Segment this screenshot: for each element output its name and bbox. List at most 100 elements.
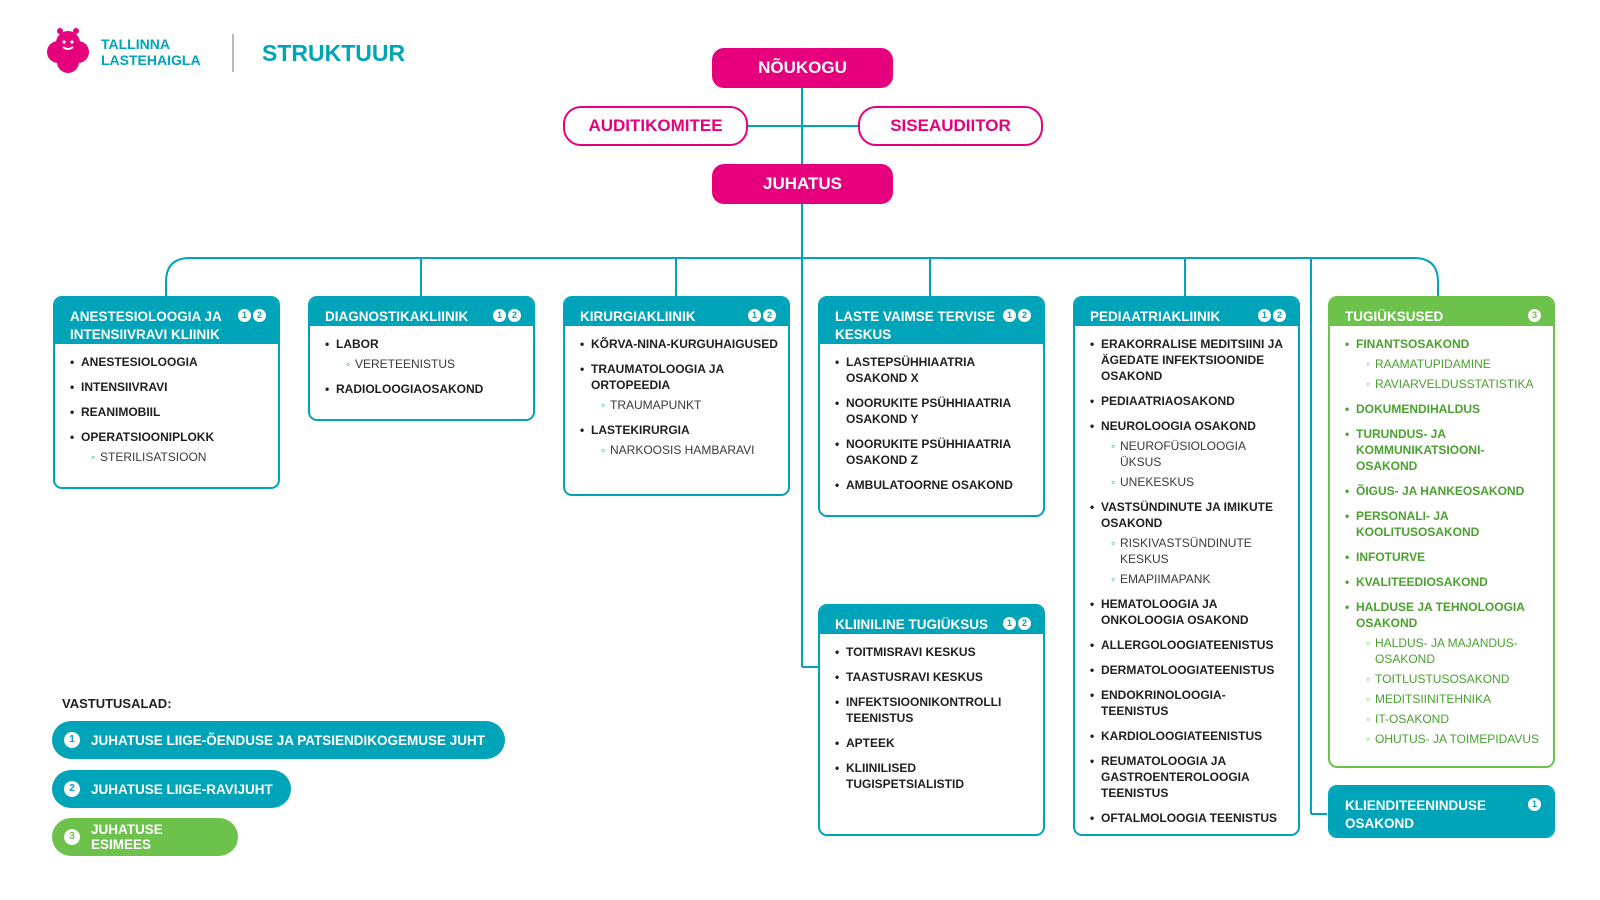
- dept-unit-list: ANESTESIOLOOGIAINTENSIIVRAVIREANIMOBIILO…: [55, 344, 278, 465]
- dept-header: KLIENDITEENINDUSE OSAKOND 1: [1330, 787, 1553, 836]
- unit-item: PERSONALI- JA KOOLITUSOSAKOND: [1344, 508, 1543, 540]
- dept-diagnostics: DIAGNOSTIKAKLIINIK12LABORVERETEENISTUSRA…: [308, 296, 535, 421]
- unit-item: REANIMOBIIL: [69, 404, 268, 420]
- dept-unit-list: LABOR VERETEENISTUS RADIOLOOGIAOSAKOND: [310, 326, 533, 397]
- sub-unit-item: TOITLUSTUSOSAKOND: [1366, 671, 1543, 687]
- dept-anesthesiology: ANESTESIOLOOGIA JA INTENSIIVRAVI KLIINIK…: [53, 296, 280, 489]
- responsibility-badge: 2: [763, 309, 776, 322]
- unit-item: INFEKTSIOONIKONTROLLI TEENISTUS: [834, 694, 1033, 726]
- unit-item: LASTEKIRURGIA: [579, 422, 778, 438]
- unit-item: NOORUKITE PSÜHHIAATRIA OSAKOND Z: [834, 436, 1033, 468]
- dept-unit-list: TOITMISRAVI KESKUS TAASTUSRAVI KESKUS INFE…: [820, 634, 1043, 792]
- unit-item: DOKUMENDIHALDUS: [1344, 401, 1543, 417]
- unit-item: APTEEK: [834, 735, 1033, 751]
- sub-unit-item: OHUTUS- JA TOIMEPIDAVUS: [1366, 731, 1543, 747]
- unit-item: KVALITEEDIOSAKOND: [1344, 574, 1543, 590]
- unit-item: NOORUKITE PSÜHHIAATRIA OSAKOND Y: [834, 395, 1033, 427]
- sub-unit-item: VERETEENISTUS: [346, 356, 523, 372]
- dept-title: KIRURGIAKLIINIK: [580, 309, 696, 324]
- responsibility-badge: 1: [1528, 798, 1541, 811]
- legend-number-2: 2: [64, 781, 80, 797]
- sub-unit-item: NEUROFÜSIOLOOGIA ÜKSUS: [1111, 438, 1288, 470]
- legend-item-2: 2 JUHATUSE LIIGE-RAVIJUHT: [52, 770, 291, 808]
- dept-unit-list: FINANTSOSAKOND RAAMATUPIDAMINE RAVIARVELDU…: [1330, 326, 1553, 747]
- sub-unit-item: RAVIARVELDUSSTATISTIKA: [1366, 376, 1543, 392]
- page-title: STRUKTUUR: [262, 40, 406, 66]
- unit-item: OPERATSIOONIPLOKK: [69, 429, 268, 445]
- dept-title: LASTE VAIMSE TERVISE KESKUS: [835, 309, 996, 342]
- sub-unit-item: STERILISATSIOON: [91, 449, 268, 465]
- dept-unit-list: KÕRVA-NINA-KURGUHAIGUSEDTRAUMATOLOOGIA J…: [565, 326, 788, 458]
- dept-title: ANESTESIOLOOGIA JA INTENSIIVRAVI KLIINIK: [70, 309, 222, 342]
- sub-unit-item: RAAMATUPIDAMINE: [1366, 356, 1543, 372]
- responsibility-badge: 1: [238, 309, 251, 322]
- responsibility-badge: 1: [748, 309, 761, 322]
- unit-item: PEDIAATRIAOSAKOND: [1089, 393, 1288, 409]
- audit-committee-box: AUDITIKOMITEE: [563, 106, 748, 146]
- dept-title: KLIENDITEENINDUSE OSAKOND: [1345, 798, 1487, 831]
- responsibility-badge: 1: [493, 309, 506, 322]
- brand-line-2: LASTEHAIGLA: [101, 52, 201, 68]
- unit-item: LABOR: [324, 336, 523, 352]
- board-box: JUHATUS: [712, 164, 893, 204]
- dept-support-units: TUGIÜKSUSED3FINANTSOSAKOND RAAMATUPIDAMIN…: [1328, 296, 1555, 768]
- legend-title: VASTUTUSALAD:: [62, 696, 172, 711]
- legend-number-1: 1: [64, 732, 80, 748]
- dept-title: PEDIAATRIAKLIINIK: [1090, 309, 1221, 324]
- dept-customer-service: KLIENDITEENINDUSE OSAKOND 1: [1328, 785, 1555, 838]
- unit-item: LASTEPSÜHHIAATRIA OSAKOND X: [834, 354, 1033, 386]
- hospital-logo-icon: [47, 28, 89, 73]
- unit-item: NEUROLOOGIA OSAKOND: [1089, 418, 1288, 434]
- unit-item: DERMATOLOOGIATEENISTUS: [1089, 662, 1288, 678]
- dept-title: DIAGNOSTIKAKLIINIK: [325, 309, 469, 324]
- responsibility-badge: 2: [253, 309, 266, 322]
- responsibility-badge: 1: [1258, 309, 1271, 322]
- unit-item: KÕRVA-NINA-KURGUHAIGUSED: [579, 336, 778, 352]
- legend-label-1: JUHATUSE LIIGE-ÕENDUSE JA PATSIENDIKOGEM…: [91, 732, 486, 748]
- sub-unit-item: TRAUMAPUNKT: [601, 397, 778, 413]
- dept-pediatrics: PEDIAATRIAKLIINIK 12ERAKORRALISE MEDITSII…: [1073, 296, 1300, 836]
- dept-mental-health: LASTE VAIMSE TERVISE KESKUS 12LASTEPSÜHHI…: [818, 296, 1045, 517]
- dept-unit-list: LASTEPSÜHHIAATRIA OSAKOND X NOORUKITE PSÜ…: [820, 344, 1043, 493]
- dept-title: KLIINILINE TUGIÜKSUS: [835, 617, 989, 632]
- unit-item: ÕIGUS- JA HANKEOSAKOND: [1344, 483, 1543, 499]
- unit-item: ERAKORRALISE MEDITSIINI JA ÄGEDATE INFEK…: [1089, 336, 1288, 384]
- unit-item: KARDIOLOOGIATEENISTUS: [1089, 728, 1288, 744]
- dept-surgery: KIRURGIAKLIINIK 12KÕRVA-NINA-KURGUHAIGUSE…: [563, 296, 790, 496]
- responsibility-badges: 3: [1528, 309, 1541, 322]
- unit-item: TOITMISRAVI KESKUS: [834, 644, 1033, 660]
- dept-unit-list: ERAKORRALISE MEDITSIINI JA ÄGEDATE INFEK…: [1075, 326, 1298, 826]
- responsibility-badge: 2: [1273, 309, 1286, 322]
- responsibility-badge: 1: [1003, 309, 1016, 322]
- legend-label-3: JUHATUSE ESIMEES: [91, 822, 163, 852]
- unit-item: RADIOLOOGIAOSAKOND: [324, 381, 523, 397]
- unit-item: TAASTUSRAVI KESKUS: [834, 669, 1033, 685]
- brand-line-1: TALLINNA: [101, 36, 170, 52]
- unit-item: ALLERGOLOOGIATEENISTUS: [1089, 637, 1288, 653]
- sub-unit-item: UNEKESKUS: [1111, 474, 1288, 490]
- legend-item-1: 1 JUHATUSE LIIGE-ÕENDUSE JA PATSIENDIKOG…: [52, 721, 505, 759]
- unit-item: KLIINILISED TUGISPETSIALISTID: [834, 760, 1033, 792]
- responsibility-badge: 2: [1018, 309, 1031, 322]
- legend-item-3: 3 JUHATUSE ESIMEES: [52, 818, 238, 856]
- unit-item: ANESTESIOLOOGIA: [69, 354, 268, 370]
- internal-auditor-box: SISEAUDIITOR: [858, 106, 1043, 146]
- unit-item: VASTSÜNDINUTE JA IMIKUTE OSAKOND: [1089, 499, 1288, 531]
- unit-item: HEMATOLOOGIA JA ONKOLOOGIA OSAKOND: [1089, 596, 1288, 628]
- unit-item: REUMATOLOOGIA JA GASTROENTEROLOOGIA TEEN…: [1089, 753, 1288, 801]
- sub-unit-item: EMAPIIMAPANK: [1111, 571, 1288, 587]
- unit-item: FINANTSOSAKOND: [1344, 336, 1543, 352]
- responsibility-badges: 1: [1528, 798, 1541, 811]
- responsibility-badge: 1: [1003, 617, 1016, 630]
- council-box: NÕUKOGU: [712, 48, 893, 88]
- sub-unit-item: RISKIVASTSÜNDINUTE KESKUS: [1111, 535, 1288, 567]
